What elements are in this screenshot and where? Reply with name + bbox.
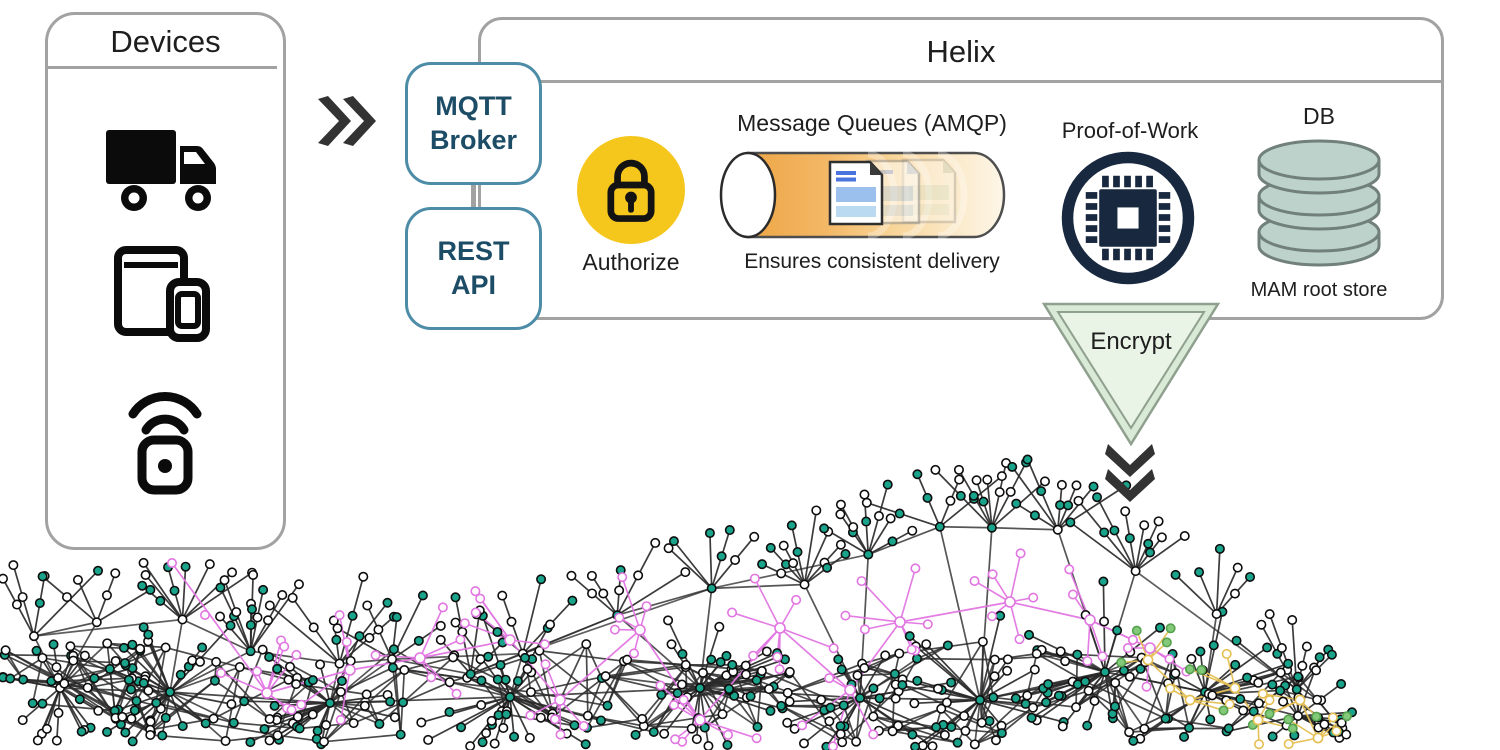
tablet-phone-icon bbox=[114, 246, 210, 342]
lock-icon bbox=[607, 159, 655, 222]
mqtt-rest-connector bbox=[471, 183, 476, 210]
message-queues-title: Message Queues (AMQP) bbox=[737, 110, 1007, 136]
proof-of-work-icon bbox=[1061, 151, 1195, 285]
rest-label-line2: API bbox=[450, 269, 496, 300]
devices-title-divider bbox=[48, 66, 277, 69]
proof-of-work-label: Proof-of-Work bbox=[1061, 118, 1199, 143]
helix-title: Helix bbox=[926, 34, 996, 69]
document-icon-front bbox=[828, 160, 884, 226]
chip-icon bbox=[1085, 175, 1171, 261]
helix-title-divider bbox=[481, 80, 1441, 83]
iot-sensor-icon bbox=[128, 392, 202, 495]
double-chevron-right-icon bbox=[318, 96, 376, 146]
mqtt-label-line2: Broker bbox=[429, 124, 518, 155]
message-queue-tube bbox=[719, 150, 1006, 240]
db-label: DB bbox=[1303, 103, 1335, 129]
mqtt-broker-node: MQTT Broker bbox=[405, 62, 542, 185]
devices-title: Devices bbox=[110, 24, 221, 59]
database-icon bbox=[1257, 139, 1381, 267]
message-queues-caption: Ensures consistent delivery bbox=[744, 250, 1000, 273]
double-chevron-down-icon bbox=[1105, 444, 1155, 502]
rest-label-line1: REST bbox=[437, 235, 510, 266]
db-caption: MAM root store bbox=[1250, 279, 1388, 301]
mqtt-label-line1: MQTT bbox=[435, 90, 512, 121]
encrypt-funnel bbox=[1041, 302, 1221, 447]
rest-api-node: REST API bbox=[405, 207, 542, 330]
truck-icon bbox=[106, 130, 216, 211]
encrypt-label: Encrypt bbox=[1090, 328, 1172, 355]
tangle-graph bbox=[0, 454, 1358, 750]
authorize-label: Authorize bbox=[582, 249, 680, 275]
authorize-badge bbox=[577, 136, 685, 244]
